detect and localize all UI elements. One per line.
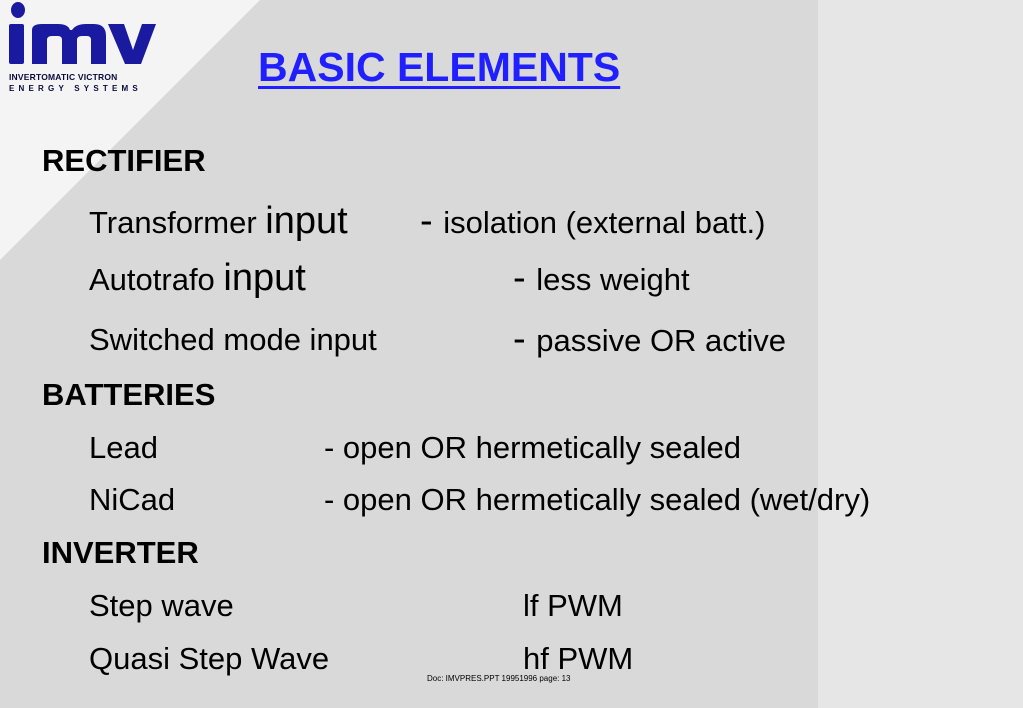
- slide-title: BASIC ELEMENTS: [258, 44, 621, 90]
- item-name-text: Transformer: [89, 205, 266, 240]
- batteries-item-name: NiCad: [89, 482, 176, 517]
- item-desc-text: less weight: [536, 262, 690, 297]
- item-name-text: Autotrafo: [89, 262, 224, 297]
- batteries-item-name: Lead: [89, 430, 158, 465]
- inverter-item-desc: lf PWM: [523, 588, 623, 623]
- rectifier-item-name: Transformer input: [89, 200, 348, 243]
- section-heading-batteries: BATTERIES: [42, 377, 216, 412]
- section-heading-rectifier: RECTIFIER: [42, 143, 206, 178]
- logo-tagline: ENERGY SYSTEMS: [9, 84, 142, 93]
- inverter-item-name: Quasi Step Wave: [89, 641, 330, 676]
- rectifier-item-desc: - isolation (external batt.): [420, 200, 765, 243]
- item-desc-text: isolation (external batt.): [443, 205, 766, 240]
- imv-logo-mark: [9, 2, 156, 64]
- rectifier-item-name: Autotrafo input: [89, 257, 306, 300]
- rectifier-item-name: Switched mode input: [89, 322, 377, 357]
- document-footer: Doc: IMVPRES.PPT 19951996 page: 13: [427, 674, 571, 683]
- dash: -: [513, 257, 537, 299]
- rectifier-item-desc: - passive OR active: [513, 318, 786, 361]
- rectifier-item-desc: - less weight: [513, 257, 690, 300]
- dash: -: [513, 318, 537, 360]
- batteries-item-desc: - open OR hermetically sealed: [324, 430, 741, 465]
- inverter-item-name: Step wave: [89, 588, 234, 623]
- dash: -: [420, 200, 444, 242]
- batteries-item-desc: - open OR hermetically sealed (wet/dry): [324, 482, 871, 517]
- logo-company-name: INVERTOMATIC VICTRON: [9, 72, 118, 82]
- slide-right-panel: [818, 0, 1023, 708]
- inverter-item-desc: hf PWM: [523, 641, 634, 676]
- item-desc-text: passive OR active: [536, 323, 787, 358]
- item-name-emphasis: input: [223, 257, 306, 299]
- item-name-emphasis: input: [265, 200, 348, 242]
- company-logo: INVERTOMATIC VICTRON ENERGY SYSTEMS: [2, 0, 157, 100]
- section-heading-inverter: INVERTER: [42, 535, 199, 570]
